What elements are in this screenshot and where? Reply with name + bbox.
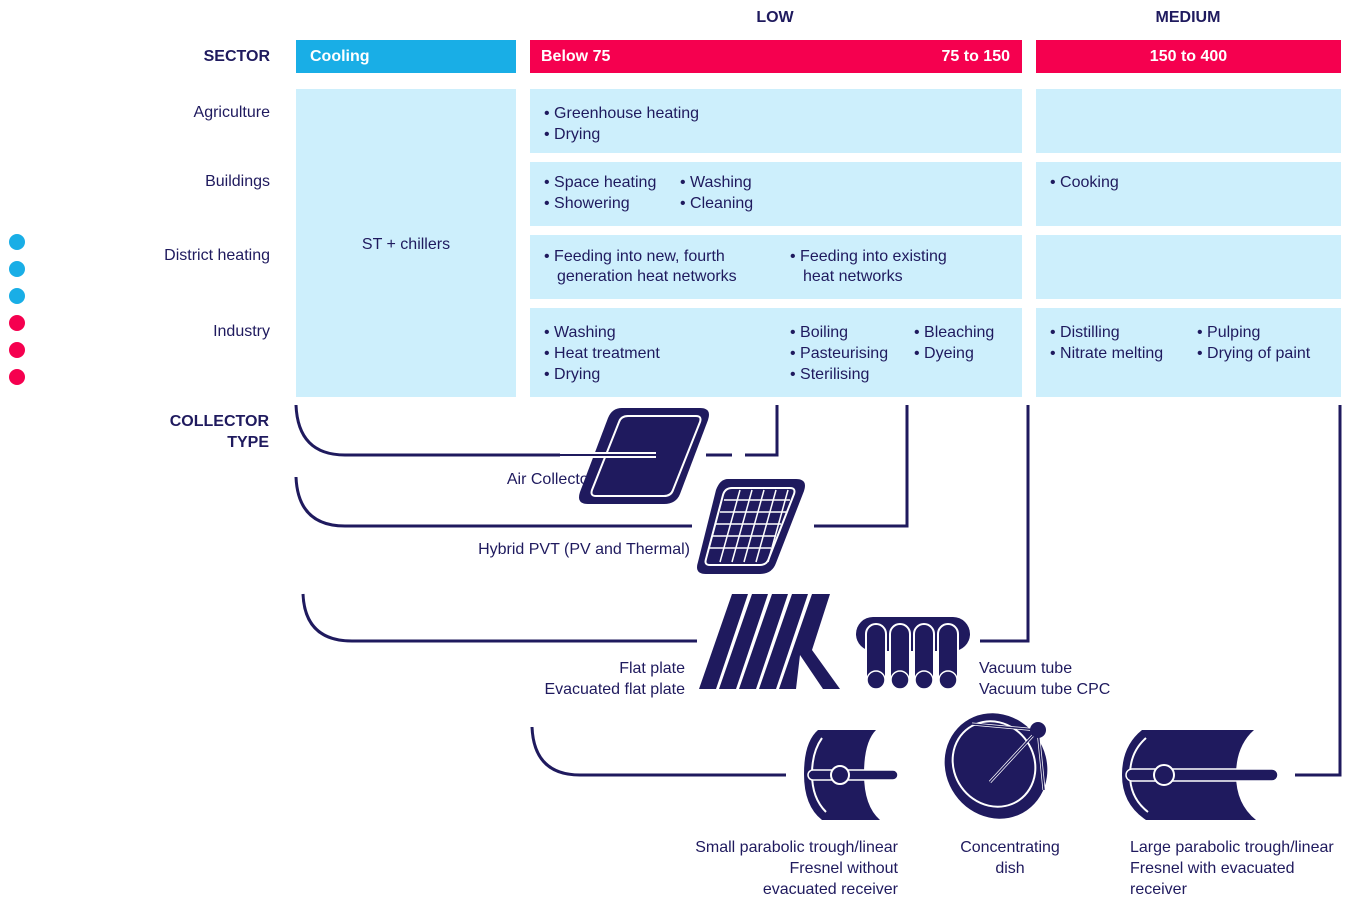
small-trough-icon [804,730,899,820]
list-item: Drying [544,124,600,145]
sector-heading: SECTOR [203,48,270,65]
legend-dot-cyan-2 [9,261,25,277]
row-label-district-heating: District heating [164,247,270,264]
legend-dot-pink-1 [9,315,25,331]
list-item: Bleaching [914,322,994,343]
cooling-cell: ST + chillers [296,89,516,397]
legend-dot-pink-3 [9,369,25,385]
list-item-continued: heat networks [803,268,903,285]
range-75-150-label: 75 to 150 [941,48,1010,65]
list-item: Space heating [544,172,656,193]
collector-type-heading: COLLECTOR TYPE [169,413,269,451]
list-item: Greenhouse heating [544,103,699,124]
vacuum-tube-connector [980,405,1030,643]
list-item: Distilling [1050,322,1120,343]
medium-district-cell [1036,235,1341,299]
list-item: Drying [544,364,600,385]
large-trough-label: Large parabolic trough/linear Fresnel wi… [1130,839,1334,898]
low-temperature-bar: Below 75 75 to 150 [530,40,1022,73]
list-item-continued: generation heat networks [557,268,737,285]
vacuum-tube-label: Vacuum tube Vacuum tube CPC [979,660,1111,698]
air-collector-icon [560,408,709,504]
cooling-cell-text: ST + chillers [361,236,451,253]
flat-plate-icon [699,594,840,689]
list-item: Feeding into existing [790,246,947,267]
flat-plate-label: Flat plate Evacuated flat plate [544,660,685,698]
list-item: Washing [544,322,616,343]
concentrating-dish-icon [944,713,1048,819]
hybrid-pvt-label: Hybrid PVT (PV and Thermal) [478,541,690,558]
legend-dot-pink-2 [9,342,25,358]
pvt-connector-right [814,405,909,528]
small-trough-connector [530,726,786,777]
hybrid-pvt-icon [697,479,805,574]
list-item: Showering [544,193,630,214]
large-trough-connector [1295,405,1342,777]
medium-temperature-bar: 150 to 400 [1036,40,1341,73]
pvt-connector [294,476,692,528]
small-trough-label: Small parabolic trough/linear Fresnel wi… [695,839,898,898]
legend-dot-cyan-1 [9,234,25,250]
level-medium-heading: MEDIUM [1155,9,1221,26]
list-item: Cooking [1050,172,1119,193]
below-75-label: Below 75 [541,48,611,65]
list-item: Drying of paint [1197,343,1310,364]
row-label-industry: Industry [213,323,270,340]
list-item: Dyeing [914,343,974,364]
legend-dot-cyan-3 [9,288,25,304]
list-item: Sterilising [790,364,869,385]
list-item: Feeding into new, fourth [544,246,725,267]
list-item: Washing [680,172,752,193]
list-item: Pasteurising [790,343,888,364]
list-item: Pulping [1197,322,1260,343]
row-label-buildings: Buildings [205,173,270,190]
list-item: Boiling [790,322,848,343]
list-item: Nitrate melting [1050,343,1163,364]
concentrating-dish-label: Concentrating dish [960,839,1060,877]
row-label-agriculture: Agriculture [193,104,270,121]
air-collector-label: Air Collector [506,471,594,488]
level-low-heading: LOW [756,9,794,26]
large-trough-icon [1122,730,1279,820]
cooling-bar: Cooling [296,40,516,73]
air-collector-connector [294,404,562,457]
list-item: Heat treatment [544,343,660,364]
list-item: Cleaning [680,193,753,214]
medium-agriculture-cell [1036,89,1341,153]
vacuum-tube-icon [856,617,970,690]
flat-plate-connector [301,593,697,643]
air-collector-connector-right2 [745,405,779,457]
